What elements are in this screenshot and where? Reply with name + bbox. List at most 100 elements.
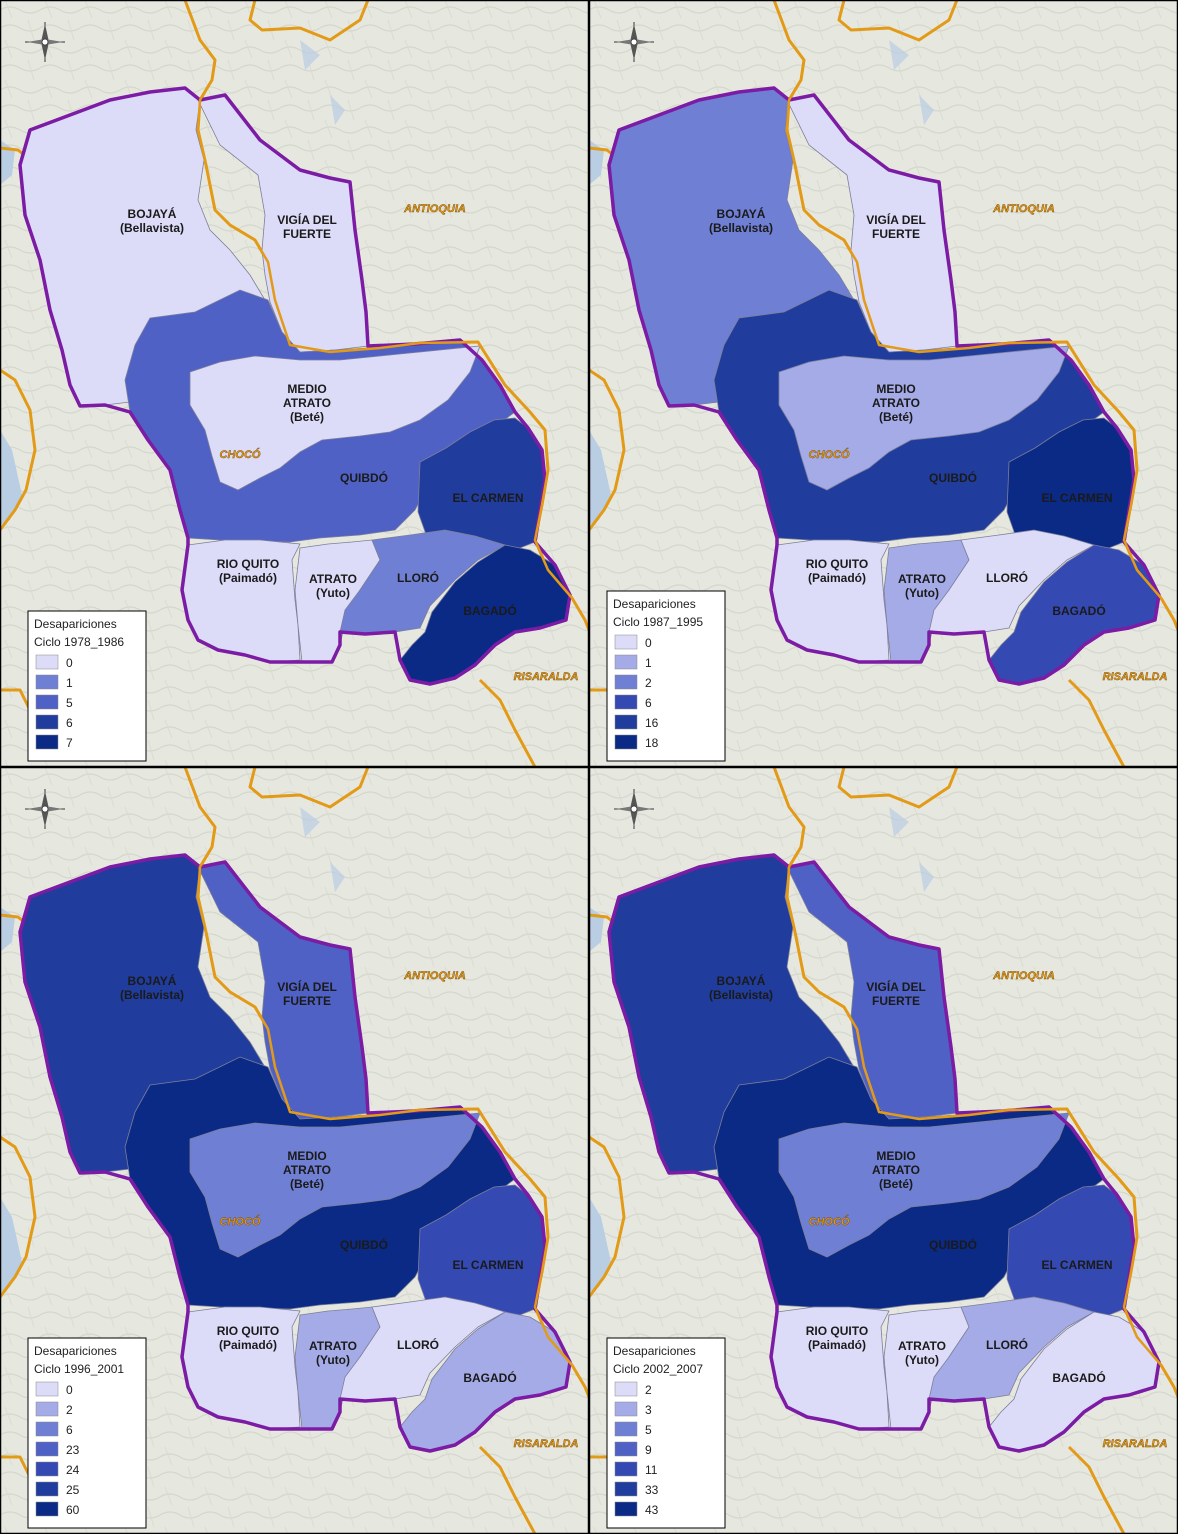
- compass-north-arrow-icon: [25, 22, 65, 62]
- legend-swatch: [35, 1421, 59, 1437]
- label-bojaya: BOJAYÁ(Bellavista): [709, 206, 773, 235]
- legend-swatch: [614, 714, 638, 730]
- department-border-line: [1159, 1364, 1178, 1398]
- department-border-line: [0, 1135, 37, 1298]
- legend-swatch: [35, 1381, 59, 1397]
- legend-swatch: [614, 1441, 638, 1457]
- legend-title: Desapariciones: [34, 1344, 117, 1358]
- department-border-line: [478, 1445, 537, 1534]
- label-lloro: LLORÓ: [397, 570, 439, 585]
- legend-title: Desapariciones: [613, 597, 696, 611]
- legend-class-label: 24: [66, 1463, 80, 1477]
- department-border-line: [248, 767, 370, 809]
- legend-class-label: 5: [645, 1423, 652, 1437]
- legend-swatch: [35, 1441, 59, 1457]
- municipality-lloro: [928, 1296, 1096, 1402]
- panel-frame: [0, 0, 590, 768]
- legend-swatch: [614, 1401, 638, 1417]
- legend-swatch: [614, 654, 638, 670]
- department-label-0: ANTIOQUIA: [403, 970, 466, 982]
- municipality-medio: [778, 1112, 1070, 1258]
- label-atrato: ATRATO(Yuto): [309, 1339, 357, 1367]
- department-border-line: [837, 0, 959, 42]
- department-border-line: [772, 767, 1162, 1366]
- legend-swatch: [614, 1501, 638, 1517]
- legend-class-label: 1: [645, 656, 652, 670]
- legend-class-label: 0: [66, 656, 73, 670]
- legend-swatch: [35, 734, 59, 750]
- study-region-outline: [607, 853, 1161, 1453]
- municipality-medio: [189, 345, 481, 491]
- legend-class-label: 2: [645, 676, 652, 690]
- legend-class-label: 9: [645, 1443, 652, 1457]
- label-carmen: EL CARMEN: [1041, 1258, 1112, 1272]
- legend-class-label: 0: [66, 1383, 73, 1397]
- department-label-0: ANTIOQUIA: [992, 203, 1055, 215]
- sea-water: [589, 907, 611, 1292]
- department-border-line: [570, 597, 589, 631]
- legend-class-label: 5: [66, 696, 73, 710]
- legend-subtitle: Ciclo 1978_1986: [34, 635, 124, 649]
- compass-north-arrow-icon: [614, 22, 654, 62]
- sea-water: [589, 140, 611, 525]
- label-rio: RIO QUITO(Paimadó): [217, 557, 279, 585]
- label-bagado: BAGADÓ: [1052, 603, 1105, 618]
- legend-subtitle: Ciclo 2002_2007: [613, 1362, 703, 1376]
- legend-class-label: 23: [66, 1443, 80, 1457]
- sea-water: [0, 140, 22, 525]
- label-carmen: EL CARMEN: [452, 1258, 523, 1272]
- legend-swatch: [614, 1421, 638, 1437]
- label-bagado: BAGADÓ: [1052, 1370, 1105, 1385]
- study-region-outline: [18, 86, 572, 686]
- legend-swatch: [35, 1481, 59, 1497]
- label-atrato: ATRATO(Yuto): [898, 1339, 946, 1367]
- legend-subtitle: Ciclo 1996_2001: [34, 1362, 124, 1376]
- legend-swatch: [614, 734, 638, 750]
- municipality-medio: [189, 1112, 481, 1258]
- sea-water: [0, 907, 22, 1292]
- legend-class-label: 25: [66, 1483, 80, 1497]
- legend-class-label: 33: [645, 1483, 659, 1497]
- label-bagado: BAGADÓ: [463, 1370, 516, 1385]
- municipality-lloro: [339, 529, 507, 635]
- label-atrato: ATRATO(Yuto): [309, 572, 357, 600]
- label-bojaya: BOJAYÁ(Bellavista): [120, 973, 184, 1002]
- legend-title: Desapariciones: [34, 617, 117, 631]
- department-label-2: RISARALDA: [1103, 1438, 1168, 1450]
- department-label-2: RISARALDA: [514, 671, 579, 683]
- label-rio: RIO QUITO(Paimadó): [806, 1324, 868, 1352]
- label-lloro: LLORÓ: [986, 1337, 1028, 1352]
- legend-subtitle: Ciclo 1987_1995: [613, 615, 703, 629]
- department-label-0: ANTIOQUIA: [403, 203, 466, 215]
- label-quibdo: QUIBDÓ: [929, 470, 977, 485]
- legend-class-label: 2: [66, 1403, 73, 1417]
- legend-class-label: 16: [645, 716, 659, 730]
- label-quibdo: QUIBDÓ: [929, 1237, 977, 1252]
- legend-class-label: 6: [66, 1423, 73, 1437]
- label-bojaya: BOJAYÁ(Bellavista): [120, 206, 184, 235]
- legend-swatch: [35, 1461, 59, 1477]
- label-quibdo: QUIBDÓ: [340, 1237, 388, 1252]
- compass-north-arrow-icon: [614, 789, 654, 829]
- municipality-lloro: [339, 1296, 507, 1402]
- study-region-outline: [18, 853, 572, 1453]
- label-bojaya: BOJAYÁ(Bellavista): [709, 973, 773, 1002]
- legend-title: Desapariciones: [613, 1344, 696, 1358]
- legend-class-label: 2: [645, 1383, 652, 1397]
- legend-swatch: [35, 674, 59, 690]
- legend-class-label: 11: [645, 1463, 658, 1477]
- legend-class-label: 43: [645, 1503, 659, 1517]
- department-border-line: [772, 0, 1162, 599]
- legend-swatch: [614, 694, 638, 710]
- lake-water: [889, 40, 934, 125]
